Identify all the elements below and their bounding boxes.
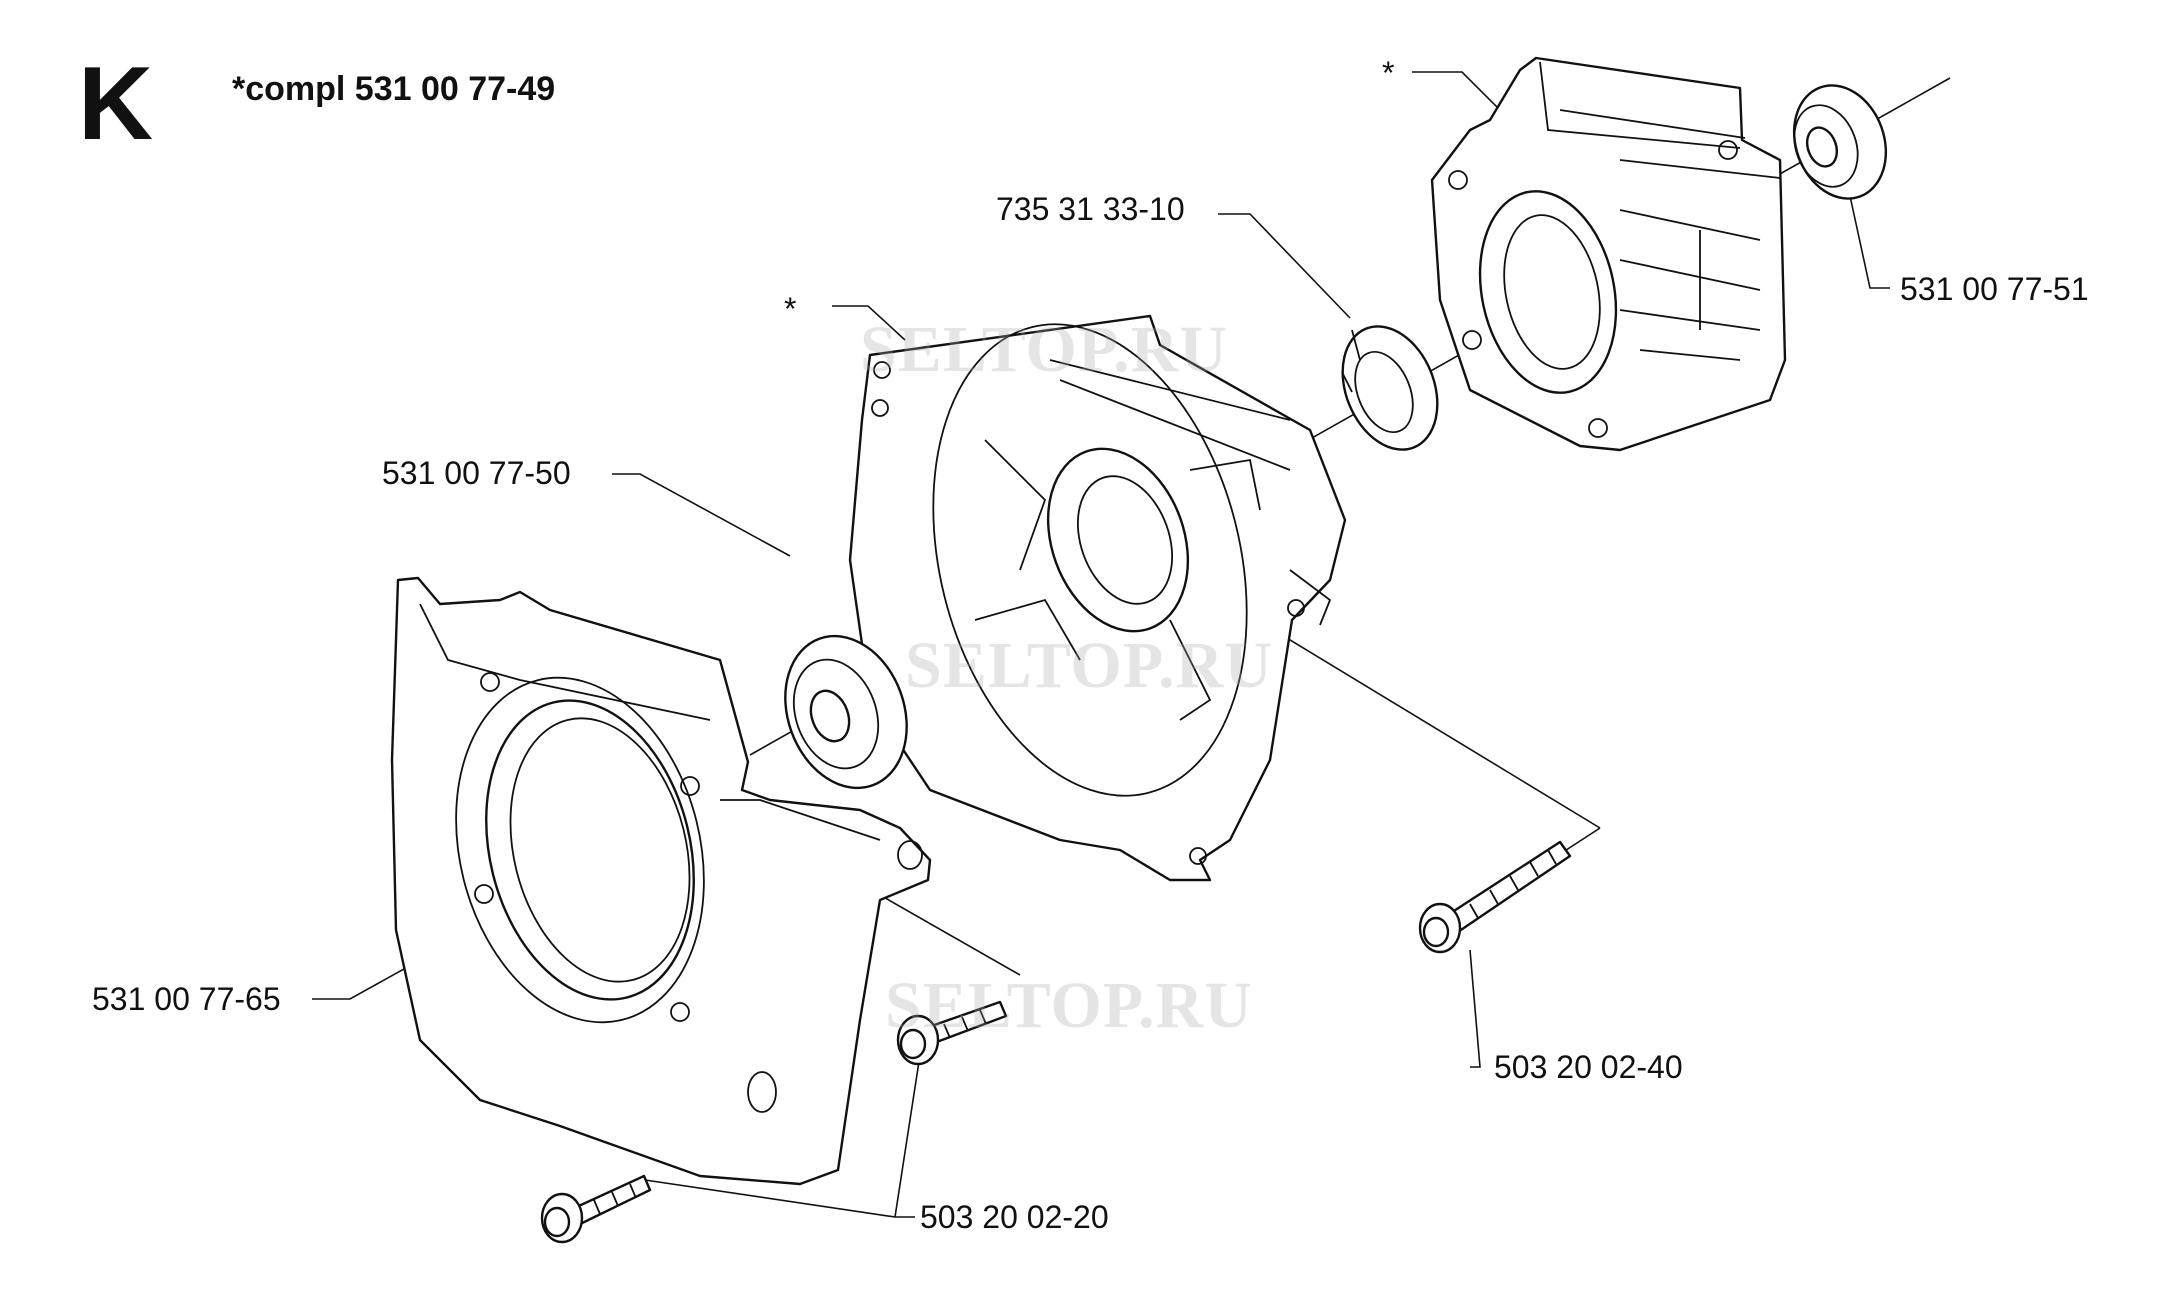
watermark: SELTOP.RU	[885, 969, 1253, 1042]
leader-lines	[312, 71, 1890, 1218]
bearing-left	[784, 634, 908, 790]
rear-crankcase-half	[1430, 56, 1787, 452]
assembly-title: *compl 531 00 77-49	[232, 70, 556, 108]
bearing-right	[1792, 84, 1888, 200]
callout-bearing-right: 531 00 77-51	[1900, 271, 2089, 307]
callout-star-right: *	[1382, 55, 1395, 91]
starter-cover	[390, 576, 932, 1186]
callout-bearing-left: 531 00 77-50	[382, 455, 571, 491]
watermark: SELTOP.RU	[905, 629, 1273, 702]
screw-bottom	[540, 1174, 652, 1244]
front-crankcase-half	[848, 314, 1347, 882]
callout-star-left: *	[784, 291, 797, 327]
screw-right	[1418, 840, 1572, 954]
circlip	[1341, 325, 1439, 451]
section-letter: K	[78, 46, 154, 162]
callout-screw-left: 503 20 02-20	[920, 1199, 1109, 1235]
callout-circlip: 735 31 33-10	[996, 191, 1185, 227]
watermark: SELTOP.RU	[860, 313, 1228, 386]
screw-middle	[896, 1000, 1008, 1066]
callout-screw-right: 503 20 02-40	[1494, 1049, 1683, 1085]
callout-cover: 531 00 77-65	[92, 981, 281, 1017]
